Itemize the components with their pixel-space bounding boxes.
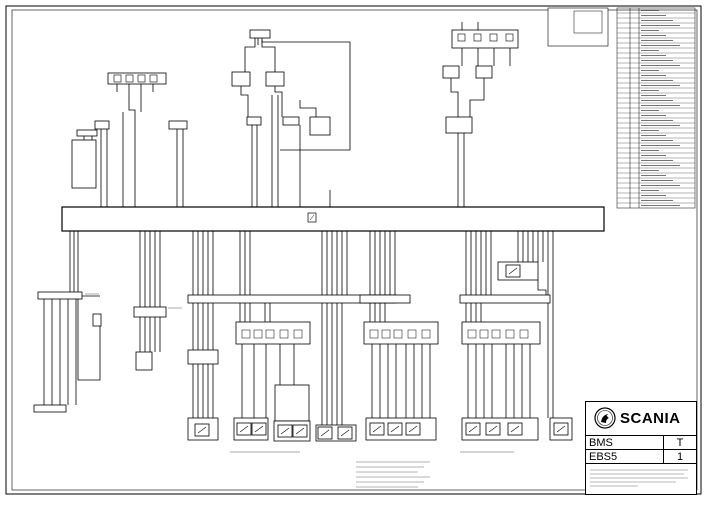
connector-small [94, 120, 110, 130]
griffin-icon [594, 407, 616, 429]
sensor-symbol [197, 426, 207, 434]
relay-block [71, 139, 97, 189]
module-cavity [421, 329, 431, 339]
wire [128, 92, 136, 207]
module-cavity [381, 329, 391, 339]
switch-block [265, 71, 285, 87]
switch-block [442, 65, 460, 79]
module-cavity [293, 329, 303, 339]
module-cavity [279, 329, 289, 339]
module-cavity [407, 329, 417, 339]
junction-bar [459, 294, 551, 304]
copyright-text-lines [590, 469, 688, 487]
sensor-symbol [340, 429, 350, 437]
sensor-symbol [320, 429, 330, 437]
actuator-box [309, 116, 331, 136]
switch-block [475, 65, 493, 79]
title-block: SCANIA BMS T EBS5 1 [585, 401, 697, 495]
module-cavity [467, 329, 477, 339]
terminal-strip [37, 291, 83, 300]
sheet-number: 1 [664, 450, 696, 464]
valve-block [445, 116, 473, 134]
connector-cavity [457, 33, 466, 42]
sensor-symbol [372, 425, 382, 433]
system-code: BMS [586, 436, 664, 450]
relay-block [187, 349, 219, 365]
module-cavity [253, 329, 263, 339]
connector-cavity [505, 33, 514, 42]
connector-bottom-left [33, 404, 67, 413]
module-cavity [479, 329, 489, 339]
sensor-symbol [508, 267, 518, 275]
sensor-box [135, 351, 153, 371]
sensor-symbol [254, 425, 264, 433]
junction-bar [359, 294, 411, 304]
connector-cavity [113, 74, 122, 83]
connector-top-right [451, 29, 519, 49]
sheet-frame [5, 5, 702, 495]
wire [450, 78, 459, 117]
module-cavity [519, 329, 529, 339]
control-unit-bar [61, 206, 605, 232]
module-cavity [265, 329, 275, 339]
connector-small [282, 116, 300, 126]
module-box [461, 321, 541, 345]
splice-block [133, 306, 167, 318]
document-type: T [664, 436, 696, 450]
sensor-symbol [488, 425, 498, 433]
connector-small [168, 120, 188, 130]
wire [261, 40, 351, 151]
module-cavity [505, 329, 515, 339]
sensor-symbol [390, 425, 400, 433]
wiring [43, 8, 573, 488]
wire [537, 280, 547, 295]
sensor-symbol [556, 425, 566, 433]
wire [299, 100, 317, 117]
logo-row: SCANIA [586, 402, 696, 436]
module-cavity [491, 329, 501, 339]
connector-small [246, 116, 262, 126]
fuse [92, 313, 102, 327]
connector-cavity [125, 74, 134, 83]
wire [244, 38, 256, 72]
legend-inner [573, 10, 603, 34]
connector-cavity [473, 33, 482, 42]
sensor-symbol [280, 427, 290, 435]
component-index-table [616, 7, 696, 209]
sensor-symbol [510, 425, 520, 433]
sensor-symbol [408, 425, 418, 433]
module-cavity [241, 329, 251, 339]
wire [469, 78, 485, 117]
sensor-symbol [468, 425, 478, 433]
components [33, 7, 609, 442]
wire [274, 86, 283, 117]
connector-cavity [489, 33, 498, 42]
sensor-symbol [239, 425, 249, 433]
module-cavity [369, 329, 379, 339]
connector-cavity [149, 74, 158, 83]
switch-block [231, 71, 251, 87]
brand-name: SCANIA [620, 410, 681, 427]
wire [77, 299, 101, 381]
terminal-group [274, 384, 310, 422]
connector-small [76, 129, 98, 137]
sensor-symbol [295, 427, 305, 435]
module-code: EBS5 [586, 450, 664, 464]
connector-top-middle [249, 29, 271, 39]
module-cavity [393, 329, 403, 339]
connector-top-left [107, 72, 167, 85]
copyright-note [586, 465, 696, 493]
wire [240, 86, 249, 117]
wire [261, 38, 276, 72]
connector-cavity [137, 74, 146, 83]
